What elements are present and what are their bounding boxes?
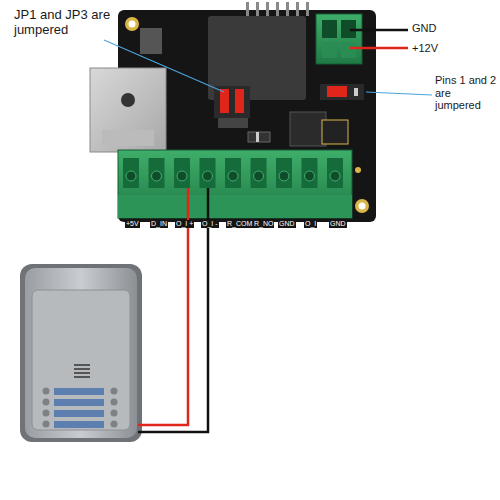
call-button: [43, 388, 50, 395]
pin-label: O_I +: [175, 220, 194, 228]
call-button: [111, 421, 118, 428]
call-button: [43, 399, 50, 406]
terminal-block: [118, 150, 352, 218]
screw-slot: [276, 158, 292, 188]
name-plate: [54, 421, 104, 428]
screw-slot: [123, 158, 139, 188]
name-plate: [54, 410, 104, 417]
power-wire: [350, 47, 408, 50]
intercom-panel: [20, 264, 142, 442]
screw: [203, 171, 213, 181]
pin-label: R_NO: [253, 220, 274, 228]
screw: [152, 171, 162, 181]
call-button: [111, 388, 118, 395]
screw: [279, 171, 289, 181]
screw-slot: [200, 158, 216, 188]
screw-slot: [149, 158, 165, 188]
name-plate: [54, 388, 104, 395]
screw-slot: [302, 158, 318, 188]
ic-chip: [290, 112, 326, 146]
screw: [126, 171, 136, 181]
pin-header: [140, 28, 162, 54]
pin-label: GND: [278, 220, 296, 228]
leader-line: [366, 92, 432, 95]
diode: [248, 132, 270, 142]
jumper-jp: [214, 86, 250, 128]
wire-label: +12V: [412, 42, 472, 55]
call-button: [43, 421, 50, 428]
pin-label: D_IN: [150, 220, 168, 228]
callout-text: JP1 and JP3 are jumpered: [14, 8, 114, 38]
leader-line: [104, 40, 224, 92]
screw: [305, 171, 315, 181]
call-button: [111, 410, 118, 417]
screw: [330, 171, 340, 181]
call-button: [111, 399, 118, 406]
gnd-wire: [350, 29, 408, 32]
power-terminal: [316, 14, 362, 64]
capacitor: [322, 120, 348, 144]
wire-label: GND: [412, 22, 472, 35]
call-button: [43, 410, 50, 417]
pin-label: R_COM: [226, 220, 253, 228]
callout-text: Pins 1 and 2 are jumpered: [435, 74, 497, 112]
screw-slot: [174, 158, 190, 188]
screw: [228, 171, 238, 181]
screw: [177, 171, 187, 181]
screw-slot: [327, 158, 343, 188]
screw: [254, 171, 264, 181]
pin-label: O_I -: [201, 220, 219, 228]
pin-label: GND: [329, 220, 347, 228]
regulator: [90, 68, 166, 152]
pin-label: O_I: [304, 220, 317, 228]
name-plate: [54, 399, 104, 406]
screw-slot: [225, 158, 241, 188]
screw-slot: [251, 158, 267, 188]
pin-label: +5V: [125, 220, 140, 228]
black-wire: [138, 188, 208, 432]
header-pins: [246, 2, 309, 16]
jumper-pins: [320, 84, 364, 100]
